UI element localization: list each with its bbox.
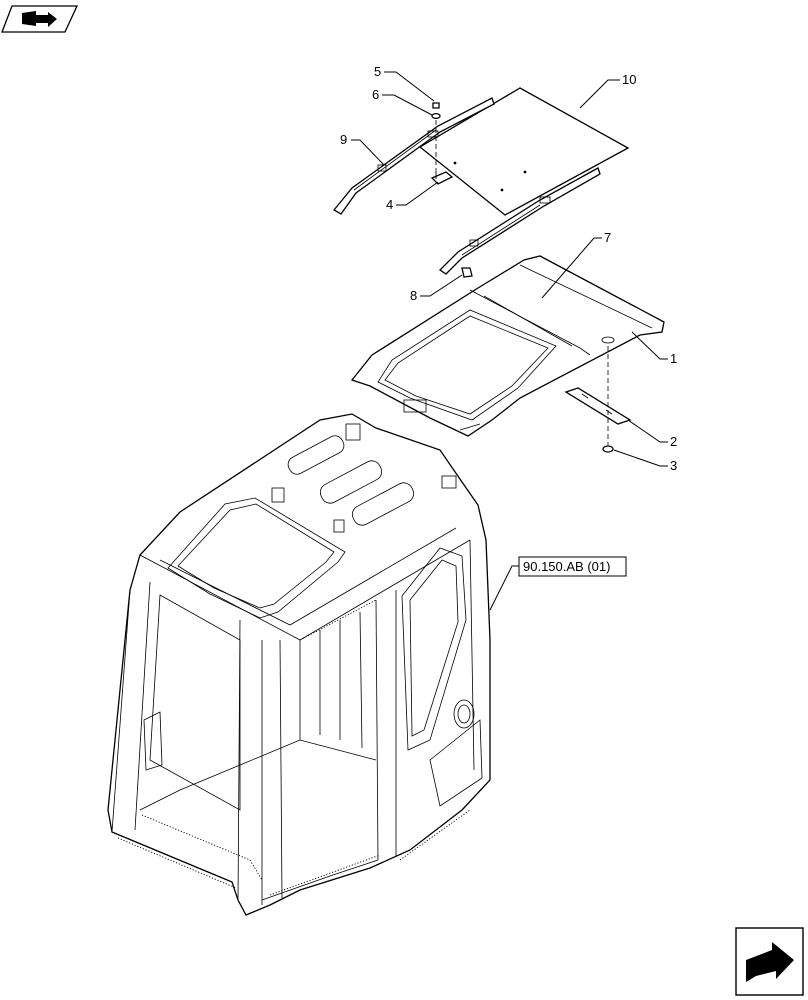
book-arrow-icon[interactable] [1, 5, 79, 33]
leader-lines [351, 71, 668, 611]
left-roof-rail [333, 97, 495, 215]
next-page-arrow-icon[interactable] [735, 927, 804, 996]
callout-6: 6 [372, 87, 379, 102]
callout-8: 8 [410, 288, 417, 303]
headliner [350, 255, 665, 437]
callout-2: 2 [670, 434, 677, 449]
roof-panel [418, 87, 630, 216]
callout-5: 5 [374, 64, 381, 79]
callout-10: 10 [622, 72, 636, 87]
reference-label: 90.150.AB (01) [523, 559, 610, 574]
rail-nut [461, 267, 473, 278]
callout-labels: 5 6 9 10 4 7 8 1 2 3 [340, 64, 677, 473]
right-roof-rail [438, 167, 601, 275]
headliner-bracket [564, 387, 632, 425]
callout-9: 9 [340, 132, 347, 147]
small-bracket [430, 171, 454, 185]
callout-4: 4 [386, 197, 393, 212]
callout-7: 7 [604, 230, 611, 245]
callout-1: 1 [670, 351, 677, 366]
callout-3: 3 [670, 458, 677, 473]
bracket-washer [602, 346, 614, 453]
cab-frame [107, 413, 491, 916]
reference-link[interactable]: 90.150.AB (01) [518, 556, 627, 577]
bolt-and-washer [431, 102, 441, 178]
